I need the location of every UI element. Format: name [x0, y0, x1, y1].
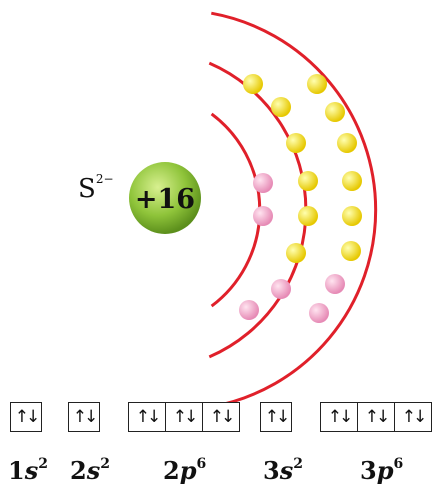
orbital-box-3s: ↑↓	[260, 402, 292, 432]
electron	[307, 74, 327, 94]
orbital-box-3p-2: ↑↓	[357, 402, 395, 432]
electron	[286, 133, 306, 153]
ion-symbol-label: S2−	[78, 172, 114, 204]
nuclear-charge: +16	[135, 184, 195, 215]
orbital-box-3p-3: ↑↓	[394, 402, 432, 432]
orbital-box-1s: ↑↓	[10, 402, 42, 432]
sublevel-label-3p: 3p6	[360, 456, 404, 485]
electron	[298, 206, 318, 226]
sublevel-label-3s: 3s2	[263, 456, 303, 485]
sublevel-label-1s: 1s2	[8, 456, 48, 485]
electron	[325, 102, 345, 122]
shell-3	[211, 11, 378, 409]
ion-charge: 2−	[95, 172, 114, 187]
electron	[342, 171, 362, 191]
orbital-box-3p-1: ↑↓	[320, 402, 358, 432]
shell-1	[210, 112, 262, 308]
electron	[271, 97, 291, 117]
electron	[253, 206, 273, 226]
electron	[309, 303, 329, 323]
sublevel-label-2s: 2s2	[70, 456, 110, 485]
electron	[341, 241, 361, 261]
electron	[253, 173, 273, 193]
ion-symbol: S	[78, 174, 96, 204]
electron	[342, 206, 362, 226]
orbital-box-2p-2: ↑↓	[165, 402, 203, 432]
electron	[239, 300, 259, 320]
orbital-box-2s: ↑↓	[68, 402, 100, 432]
electron	[337, 133, 357, 153]
electron	[325, 274, 345, 294]
orbital-box-2p-3: ↑↓	[202, 402, 240, 432]
electron	[286, 243, 306, 263]
sublevel-label-2p: 2p6	[163, 456, 207, 485]
electron	[243, 74, 263, 94]
nucleus	[129, 162, 201, 234]
electron	[271, 279, 291, 299]
electron	[298, 171, 318, 191]
orbital-box-2p-1: ↑↓	[128, 402, 166, 432]
